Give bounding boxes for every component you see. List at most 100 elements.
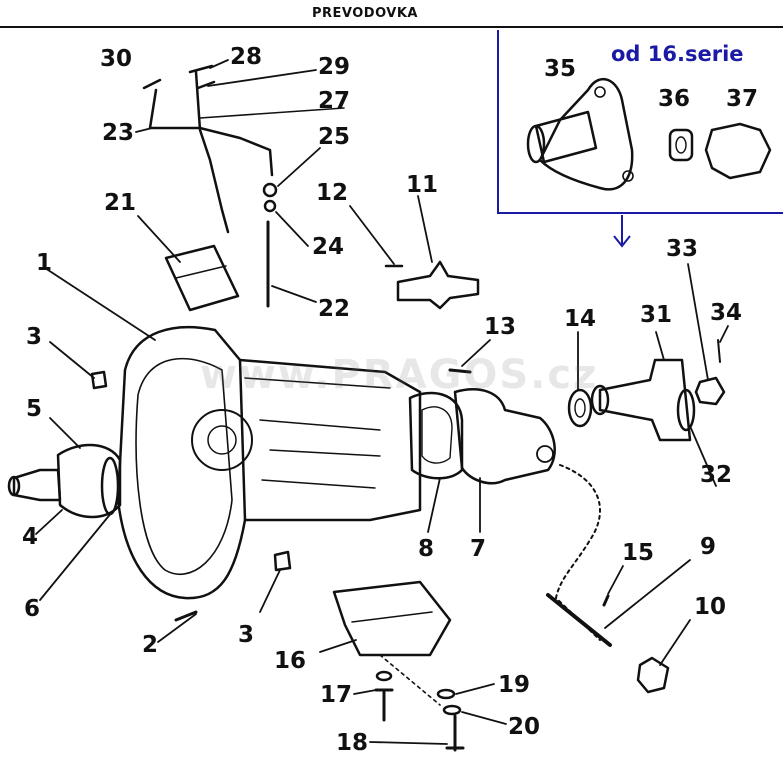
part-label-21: 21 [104, 190, 137, 216]
linkage-23 [148, 88, 274, 177]
part-label-22: 22 [318, 296, 351, 322]
leader-19 [455, 683, 495, 695]
part-label-36: 36 [658, 86, 691, 112]
leader-17 [353, 689, 377, 695]
leader-13 [461, 339, 491, 367]
nut-33 [694, 376, 726, 406]
washer-3b [273, 550, 292, 572]
inset-hole-35a [594, 86, 606, 98]
leader-12 [349, 205, 395, 265]
leader-24 [275, 211, 309, 247]
part-label-11: 11 [406, 172, 439, 198]
part-label-25: 25 [318, 124, 351, 150]
leader-31 [655, 331, 665, 361]
part-label-23: 23 [102, 120, 135, 146]
leader-33 [687, 263, 709, 381]
leader-5 [49, 417, 81, 449]
inset-border [497, 30, 783, 214]
part-label-30: 30 [100, 46, 133, 72]
inset-hole-35b [622, 170, 634, 182]
leader-9 [604, 559, 691, 629]
seal-14 [567, 388, 593, 428]
leader-16 [319, 639, 357, 653]
part-label-6: 6 [24, 596, 41, 622]
part-label-15: 15 [622, 540, 655, 566]
washer-19 [436, 688, 456, 700]
part-label-8: 8 [418, 536, 435, 562]
sleeve-4 [12, 468, 62, 502]
seal-14-inner [574, 398, 586, 418]
part-label-14: 14 [564, 306, 597, 332]
body-ribs [259, 419, 381, 489]
part-label-20: 20 [508, 714, 541, 740]
leader-8 [427, 477, 441, 533]
leader-1 [44, 267, 156, 341]
pin-34 [717, 339, 721, 363]
part-label-35: 35 [544, 56, 577, 82]
housing-31-mouth [590, 384, 610, 416]
inset-seal-36 [668, 128, 694, 162]
part-label-24: 24 [312, 234, 345, 260]
part-label-17: 17 [320, 682, 353, 708]
part-label-37: 37 [726, 86, 759, 112]
part-label-13: 13 [484, 314, 517, 340]
gasket-6 [100, 456, 120, 516]
washer-17a [375, 670, 393, 682]
leader-15 [607, 565, 624, 595]
inset-seal-36-hole [675, 136, 687, 154]
part-label-27: 27 [318, 88, 351, 114]
inset-nut-37 [704, 122, 772, 180]
part-label-3b: 3 [238, 622, 255, 648]
part-label-29: 29 [318, 54, 351, 80]
leader-29 [207, 69, 317, 87]
part-label-28: 28 [230, 44, 263, 70]
speedo-drive-11 [396, 260, 480, 310]
part-24 [263, 199, 277, 213]
inset-mouth-35 [526, 124, 546, 164]
part-label-18: 18 [336, 730, 369, 756]
part-label-5: 5 [26, 396, 43, 422]
leader-10 [659, 619, 691, 666]
flange-7 [453, 388, 556, 485]
cable-9-end [546, 593, 612, 647]
leader-22 [271, 285, 317, 303]
plate-21-slot [175, 265, 227, 279]
leader-32 [689, 425, 717, 487]
part-label-2: 2 [142, 632, 159, 658]
header-title: PREVODOVKA [312, 6, 418, 21]
part-label-33: 33 [666, 236, 699, 262]
part-label-12: 12 [316, 180, 349, 206]
front-cover-5 [56, 443, 122, 519]
leader-25 [277, 147, 321, 187]
ring-32 [676, 388, 696, 432]
washer-3a [90, 370, 108, 390]
housing-31 [598, 358, 692, 442]
plug-10 [636, 656, 670, 694]
leader-3b [259, 569, 281, 613]
body-edge-top [244, 377, 391, 389]
mount-16-edge [351, 611, 433, 623]
part-label-4: 4 [22, 524, 39, 550]
inset-label: od 16.serie [611, 42, 744, 66]
inset-body-35 [534, 110, 598, 164]
linkage-27-leader [199, 107, 345, 119]
cable-9 [555, 464, 601, 641]
leader-4 [35, 509, 63, 535]
pin-15 [602, 594, 610, 607]
bell-housing-inner [135, 357, 233, 575]
part-25 [262, 182, 278, 198]
leader-21 [137, 215, 181, 263]
part-label-10: 10 [694, 594, 727, 620]
screw-13 [448, 368, 472, 374]
leader-3a [49, 341, 95, 379]
bell-bore [191, 409, 253, 471]
flange-7-boss [536, 445, 554, 463]
leader-28 [209, 59, 229, 69]
part-label-3a: 3 [26, 324, 43, 350]
sleeve-4-mouth [7, 475, 21, 497]
linkage-27 [194, 70, 230, 234]
part-label-9: 9 [700, 534, 717, 560]
part-29 [196, 80, 216, 90]
